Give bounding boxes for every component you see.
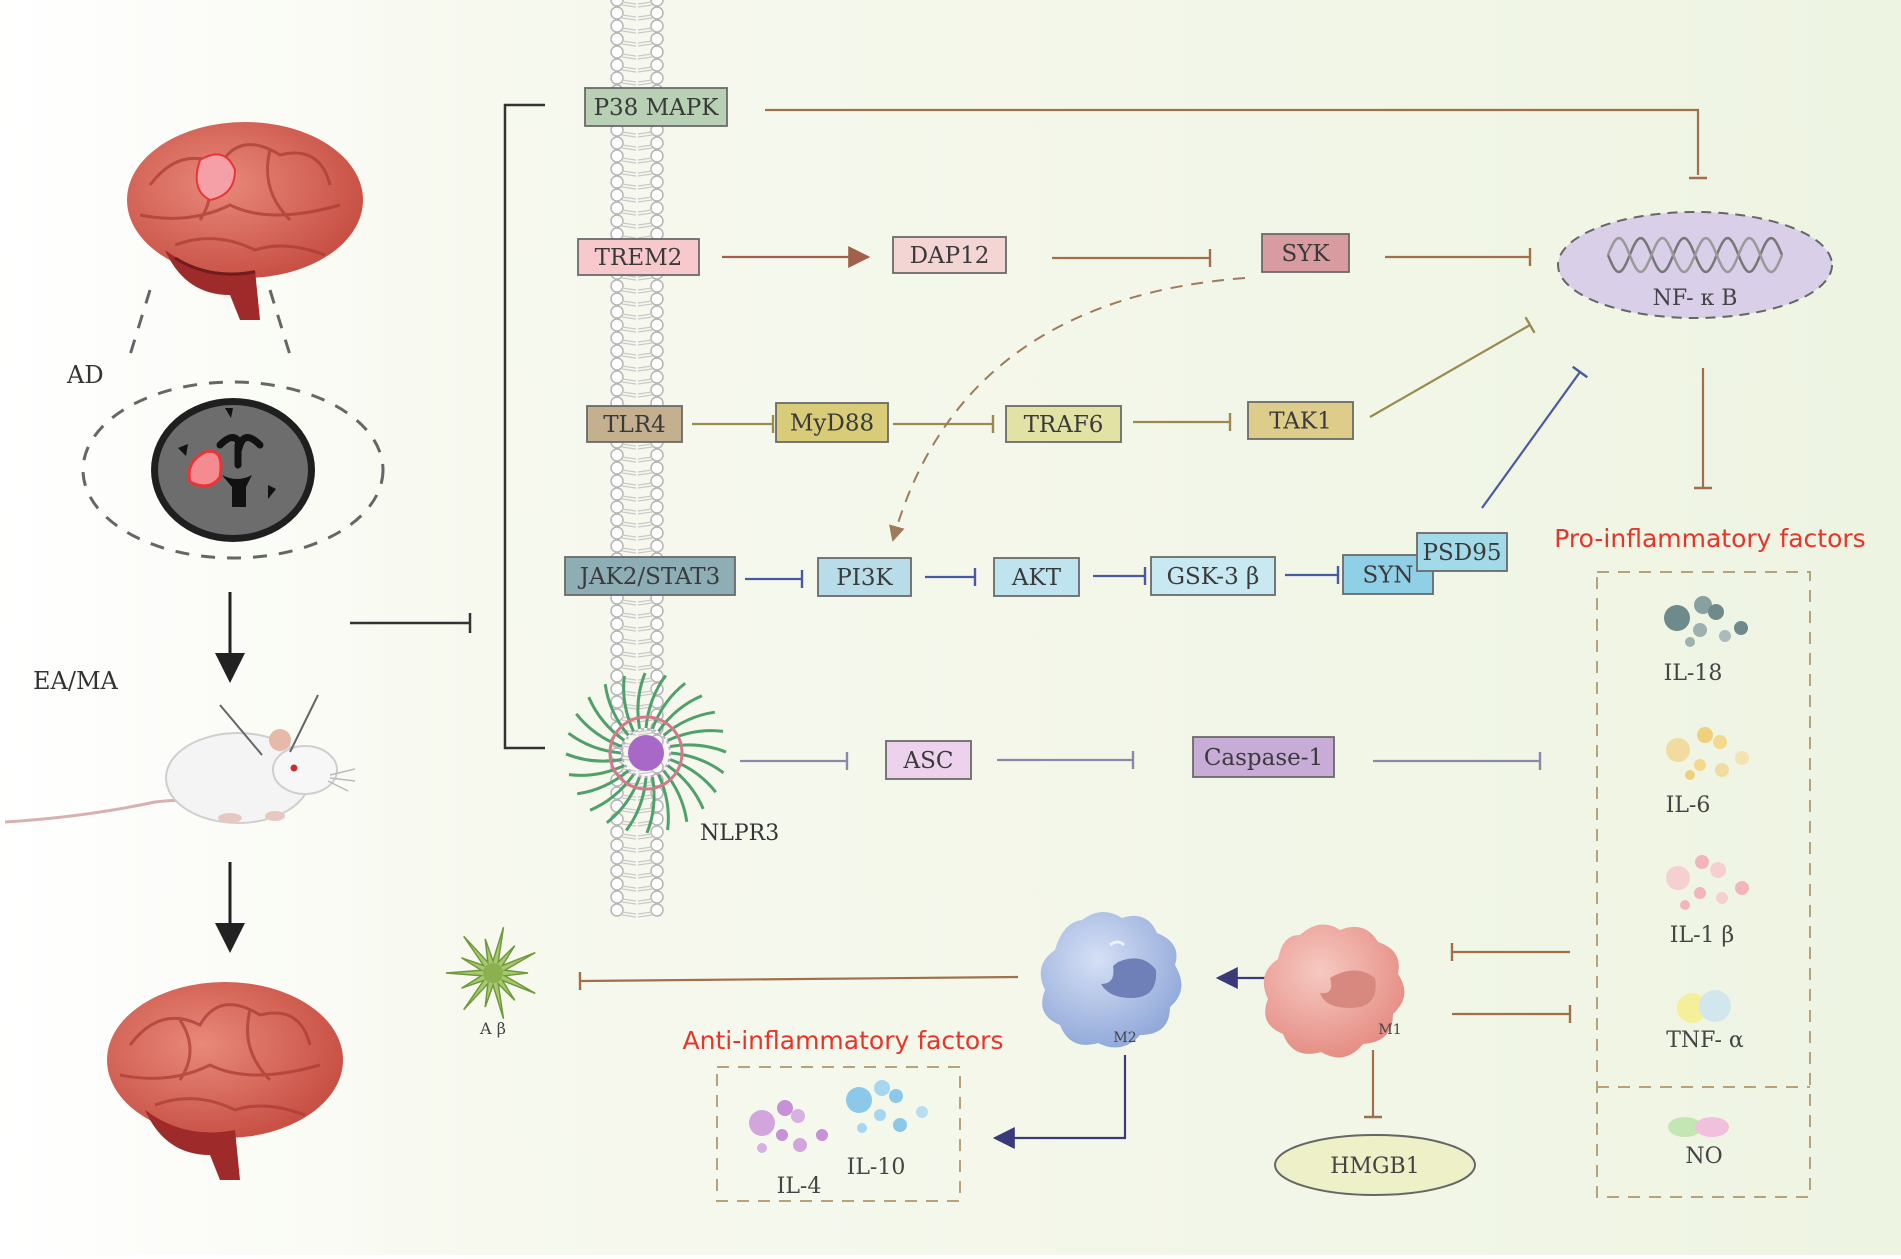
nfkb-node: NF- κ B (1558, 212, 1832, 318)
hmgb1-label: HMGB1 (1330, 1154, 1419, 1179)
il4-label: IL-4 (777, 1174, 822, 1199)
gsk3b-box: GSK-3 β (1151, 557, 1275, 595)
il1b-label: IL-1 β (1670, 923, 1734, 948)
akt-box: AKT (994, 558, 1079, 596)
hmgb1-node: HMGB1 (1275, 1135, 1475, 1195)
traf6-label: TRAF6 (1024, 412, 1104, 438)
m2-label: M2 (1113, 1030, 1136, 1046)
trem2-box: TREM2 (578, 239, 699, 275)
tak1-box: TAK1 (1248, 402, 1353, 439)
il10-label: IL-10 (847, 1155, 906, 1180)
pro-inflammatory-title: Pro-inflammatory factors (1554, 524, 1865, 553)
abeta-label: A β (479, 1019, 506, 1038)
tak1-label: TAK1 (1269, 409, 1332, 435)
nlpr3-label: NLPR3 (700, 821, 779, 846)
il18-label: IL-18 (1664, 661, 1723, 686)
syk-box: SYK (1262, 234, 1349, 272)
brain-section-icon (151, 398, 315, 542)
dap12-label: DAP12 (910, 243, 990, 269)
asc-label: ASC (903, 748, 954, 774)
pi3k-box: PI3K (818, 558, 911, 596)
tlr4-box: TLR4 (587, 406, 682, 442)
il6-label: IL-6 (1666, 793, 1711, 818)
asc-box: ASC (886, 741, 971, 779)
myd88-label: MyD88 (790, 411, 874, 437)
gsk3b-label: GSK-3 β (1167, 564, 1260, 590)
tlr4-label: TLR4 (603, 412, 666, 438)
jak2-stat3-box: JAK2/STAT3 (565, 557, 735, 595)
jak2-stat3-label: JAK2/STAT3 (578, 564, 721, 590)
anti-inflammatory-title: Anti-inflammatory factors (683, 1026, 1004, 1055)
p38-mapk-box: P38 MAPK (585, 88, 727, 126)
treatment-label: EA/MA (33, 667, 119, 695)
tnfa-label: TNF- α (1666, 1028, 1744, 1053)
caspase1-box: Caspase-1 (1193, 737, 1334, 777)
nfkb-label: NF- κ B (1653, 286, 1738, 311)
p38-mapk-label: P38 MAPK (594, 95, 720, 121)
dap12-box: DAP12 (893, 237, 1006, 273)
trem2-label: TREM2 (595, 245, 683, 271)
caspase1-label: Caspase-1 (1204, 745, 1323, 771)
no-label: NO (1685, 1144, 1722, 1169)
psd95-label: PSD95 (1423, 540, 1502, 566)
syn-label: SYN (1362, 563, 1413, 589)
ad-label: AD (66, 361, 104, 389)
pi3k-label: PI3K (836, 565, 893, 591)
m1-label: M1 (1378, 1022, 1401, 1038)
psd95-box: PSD95 (1417, 533, 1507, 571)
syk-label: SYK (1281, 241, 1330, 267)
myd88-box: MyD88 (776, 403, 888, 442)
akt-label: AKT (1011, 565, 1062, 591)
traf6-box: TRAF6 (1006, 406, 1121, 442)
